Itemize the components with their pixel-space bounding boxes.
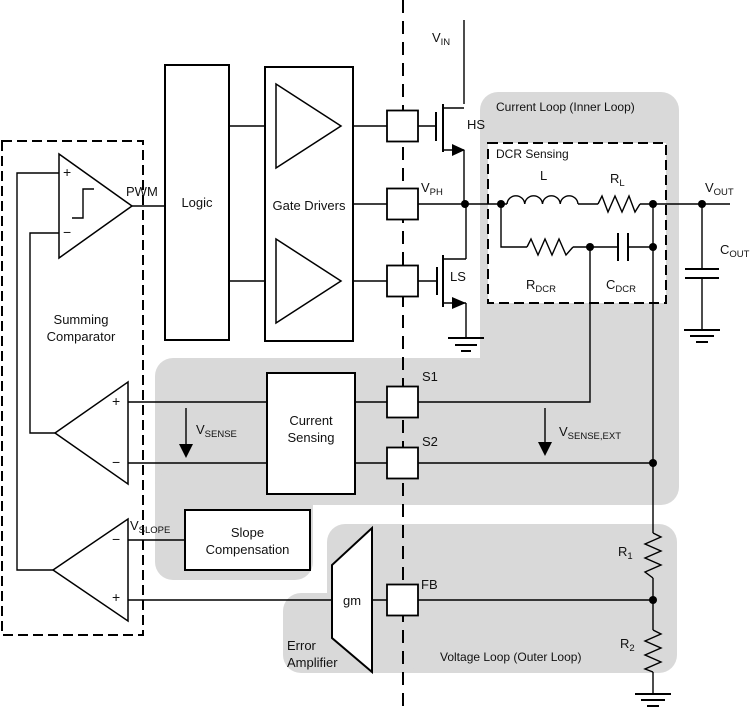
vph-label: VPH <box>421 180 443 198</box>
ground-cout <box>684 329 720 343</box>
slope-sum-amp-triangle <box>51 517 129 623</box>
current-loop-title: Current Loop (Inner Loop) <box>496 100 635 114</box>
wire-s1 <box>128 247 591 403</box>
current-sense-amp-triangle <box>53 380 129 486</box>
l-label: L <box>540 168 548 183</box>
logic-label: Logic <box>181 195 213 210</box>
gm-label: gm <box>342 593 362 608</box>
logic-block <box>164 64 230 341</box>
vin-label: VIN <box>432 30 451 48</box>
wire-slope-amp-to-comparator-plus <box>16 172 59 571</box>
ls-mosfet <box>436 255 466 309</box>
vsense-ext-label: VSENSE,EXT <box>559 424 621 442</box>
s1-label: S1 <box>422 369 438 384</box>
resistor-r1 <box>643 532 663 579</box>
cdcr-label: CDCR <box>606 277 636 295</box>
cout-label: COUT <box>720 242 750 260</box>
wire-sense-amp-to-comparator-minus <box>29 232 59 434</box>
current-sensing-block <box>266 372 356 495</box>
vsense-ext-arrow <box>538 408 552 456</box>
ground-ls <box>448 337 484 352</box>
dcr-sensing-title: DCR Sensing <box>496 147 569 161</box>
pin-fb <box>386 583 419 617</box>
dcr-sensing-dashed-box <box>487 142 667 304</box>
vsense-label: VSENSE <box>196 422 237 440</box>
comparator-minus-mark: − <box>63 224 72 240</box>
vslope-label: VSLOPE <box>130 518 171 536</box>
gate-driver-buffer-bottom <box>275 237 343 325</box>
wire-dcr-branch <box>500 204 653 248</box>
capacitor-cout <box>685 268 719 279</box>
gate-driver-buffer-top <box>275 82 343 170</box>
s2-label: S2 <box>422 434 438 449</box>
summing-comparator-dashed-box <box>1 140 144 636</box>
sense-amp-minus-mark: − <box>112 454 121 470</box>
junction-dots <box>461 200 706 604</box>
pwm-label: PWM <box>126 184 158 199</box>
vsense-arrow <box>179 408 193 458</box>
wires <box>16 20 730 694</box>
pin-vph <box>386 187 419 221</box>
pin-ls-gate <box>386 264 419 298</box>
comparator-plus-mark: + <box>63 164 72 180</box>
resistor-r2 <box>643 629 663 673</box>
hs-mosfet <box>435 104 465 156</box>
vout-label: VOUT <box>705 180 734 198</box>
resistor-rl <box>597 194 641 214</box>
inductor-l <box>506 195 579 205</box>
pin-s1 <box>386 385 419 419</box>
capacitor-cdcr <box>617 233 629 261</box>
sense-amp-plus-mark: + <box>112 393 121 409</box>
wire-switch-node <box>463 150 467 259</box>
summing-comparator-triangle <box>58 152 134 260</box>
slope-amp-minus-mark: − <box>112 531 121 547</box>
pin-hs-gate <box>386 109 419 143</box>
fb-label: FB <box>421 577 438 592</box>
resistor-rdcr <box>526 237 574 257</box>
hysteresis-icon <box>72 188 94 219</box>
voltage-loop-title: Voltage Loop (Outer Loop) <box>440 650 582 664</box>
r2-label: R2 <box>620 636 635 654</box>
slope-compensation-block <box>184 509 311 571</box>
rl-label: RL <box>610 171 625 189</box>
hs-label: HS <box>467 117 486 132</box>
gm-error-amplifier-trapezoid <box>331 525 373 675</box>
rdcr-label: RDCR <box>526 277 556 295</box>
ls-label: LS <box>450 269 466 284</box>
slope-amp-plus-mark: + <box>112 589 121 605</box>
pin-s2 <box>386 446 419 480</box>
r1-label: R1 <box>618 544 633 562</box>
gate-drivers-label: Gate Drivers <box>272 198 346 213</box>
ground-r2 <box>635 693 671 707</box>
